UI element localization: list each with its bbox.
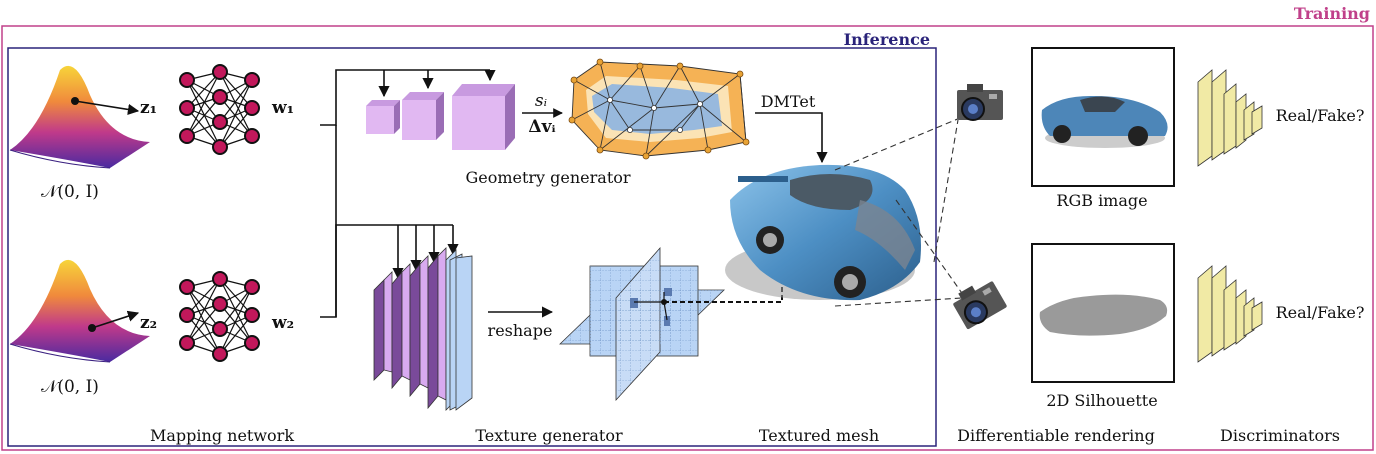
caption-mapping-network: Mapping network: [150, 426, 294, 445]
camera-rays: [834, 117, 965, 307]
si-label: sᵢ: [535, 91, 547, 111]
camera-icon: [953, 281, 1007, 330]
texture-feature-maps: [373, 247, 473, 411]
real-fake-label-2: Real/Fake?: [1276, 303, 1365, 322]
training-label: Training: [1294, 4, 1370, 23]
discriminator-icon: [1197, 69, 1263, 167]
tet-mesh-icon: [568, 58, 750, 160]
caption-textured-mesh: Textured mesh: [759, 426, 879, 445]
caption-differentiable-rendering: Differentiable rendering: [957, 426, 1155, 445]
rgb-image-label: RGB image: [1056, 191, 1147, 210]
dmtet-label: DMTet: [761, 92, 816, 111]
inference-label: Inference: [844, 30, 930, 49]
z1-label: z₁: [140, 98, 157, 118]
distribution-label-2: 𝒩(0, I): [41, 377, 99, 397]
sample-arrow: [74, 100, 140, 115]
gaussian-surface-icon: [9, 259, 150, 363]
silhouette-shape: [1039, 294, 1168, 336]
camera-icon: [957, 84, 1003, 121]
reshape-label: reshape: [488, 321, 553, 340]
triplane-icon: [559, 246, 725, 402]
dmtet-arrow: [755, 112, 828, 164]
rgb-car-icon: [1041, 95, 1168, 148]
real-fake-label-1: Real/Fake?: [1276, 106, 1365, 125]
discriminator-icon: [1197, 265, 1263, 363]
car-icon: [725, 164, 921, 301]
neural-network-icon: [179, 271, 260, 362]
geometry-generator-label: Geometry generator: [465, 168, 630, 187]
caption-discriminators: Discriminators: [1220, 426, 1340, 445]
neural-network-icon: [179, 64, 260, 155]
w2-label: w₂: [271, 313, 294, 333]
caption-texture-generator: Texture generator: [475, 426, 623, 445]
connector-lines: [320, 69, 496, 318]
dvi-label: Δvᵢ: [528, 117, 555, 137]
w1-label: w₁: [271, 98, 294, 118]
training-frame: [1, 25, 1374, 451]
sample-arrow: [91, 310, 140, 329]
geometry-cubes: [366, 84, 515, 150]
z2-label: z₂: [140, 313, 157, 333]
silhouette-label: 2D Silhouette: [1046, 391, 1157, 410]
gaussian-surface-icon: [9, 65, 150, 169]
distribution-label-1: 𝒩(0, I): [41, 182, 99, 202]
